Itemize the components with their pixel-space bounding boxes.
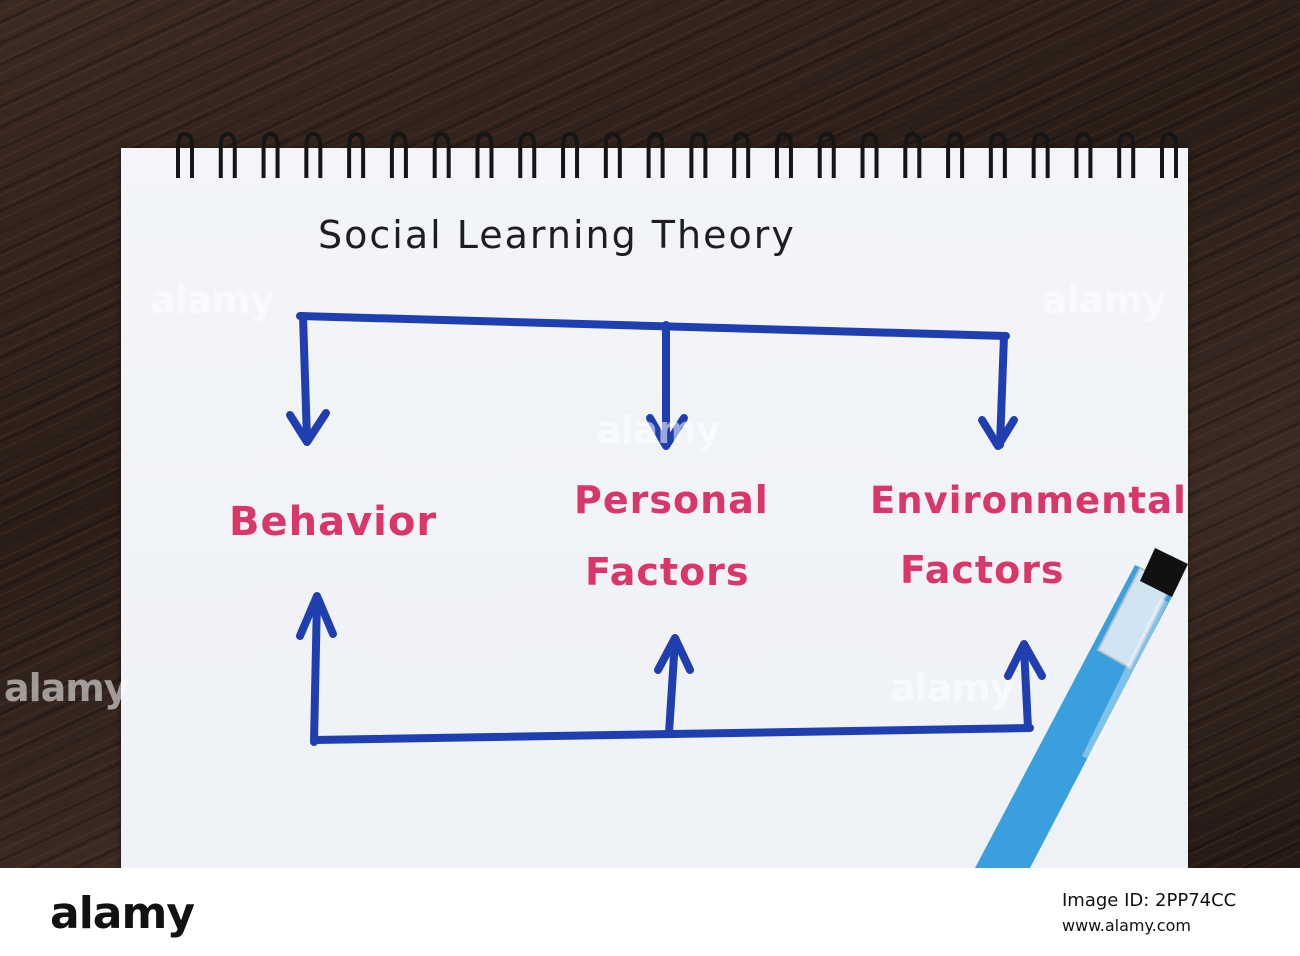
arrowhead-up-environmental: [1004, 640, 1046, 680]
node-behavior-label: Behavior: [229, 499, 437, 545]
arrowhead-up-behavior: [296, 592, 337, 640]
footer-url: www.alamy.com: [1062, 916, 1191, 935]
spiral-loop: [261, 131, 280, 178]
pen: [975, 548, 1188, 868]
arrow-up-environmental: [1020, 644, 1032, 732]
pen-highlight: [1082, 598, 1168, 760]
notebook-page: [121, 148, 1188, 868]
node-environmental-label: Environmental: [870, 479, 1187, 522]
spiral-loop: [389, 131, 408, 178]
watermark-2: alamy: [1042, 278, 1167, 322]
spiral-loop: [1031, 131, 1050, 178]
node-personal-label-2: Factors: [585, 550, 750, 594]
node-environmental-label-2: Factors: [900, 548, 1065, 592]
node-personal-label: Personal: [574, 478, 769, 522]
arrow-up-personal: [665, 636, 679, 737]
spiral-loop: [603, 131, 622, 178]
spiral-loop: [347, 131, 366, 178]
spiral-loop: [1074, 131, 1093, 178]
spiral-loop: [1117, 131, 1136, 178]
spiral-loop: [518, 131, 537, 178]
top-connector: [286, 312, 1018, 450]
footer-logo: alamy: [50, 888, 195, 939]
watermark-3: alamy: [596, 408, 721, 452]
watermark-5: alamy: [890, 666, 1015, 710]
arrowhead-down-behavior: [286, 409, 330, 446]
pen-cap-top: [1140, 548, 1188, 597]
arrowhead-down-environmental: [978, 416, 1018, 450]
spiral-loop: [561, 131, 580, 178]
spiral-loop: [1160, 131, 1178, 178]
spiral-loop: [475, 131, 494, 178]
spiral-loop: [817, 131, 836, 178]
spiral-loop: [646, 131, 665, 178]
spiral-loop: [946, 131, 965, 178]
spiral-loop: [218, 131, 237, 178]
spiral-loop: [432, 131, 451, 178]
spiral-loop: [176, 131, 194, 178]
spiral-loop: [304, 131, 323, 178]
spiral-loop: [988, 131, 1007, 178]
arrow-down-behavior: [299, 312, 311, 444]
bottom-connector: [296, 592, 1046, 746]
watermark-4: alamy: [4, 666, 129, 710]
spiral-loop: [732, 131, 751, 178]
arrowhead-down-personal: [646, 414, 688, 450]
photo-scene: Social Learning Theory Behavior Personal…: [0, 0, 1300, 868]
top-connector-line: [296, 312, 1010, 340]
arrow-up-behavior: [310, 594, 321, 746]
arrowhead-up-personal: [654, 634, 694, 674]
spiral-loop: [689, 131, 708, 178]
spiral-binding: [176, 131, 1178, 178]
watermark-1: alamy: [150, 278, 275, 322]
spiral-loop: [774, 131, 793, 178]
arrow-down-environmental: [996, 332, 1008, 449]
footer-image-id: Image ID: 2PP74CC: [1062, 890, 1237, 911]
spiral-loop: [860, 131, 879, 178]
footer-bar: alamy Image ID: 2PP74CC www.alamy.com: [0, 868, 1300, 956]
diagram-drawing: Social Learning Theory Behavior Personal…: [176, 131, 1188, 868]
spiral-loop: [903, 131, 922, 178]
diagram-title: Social Learning Theory: [318, 213, 796, 257]
